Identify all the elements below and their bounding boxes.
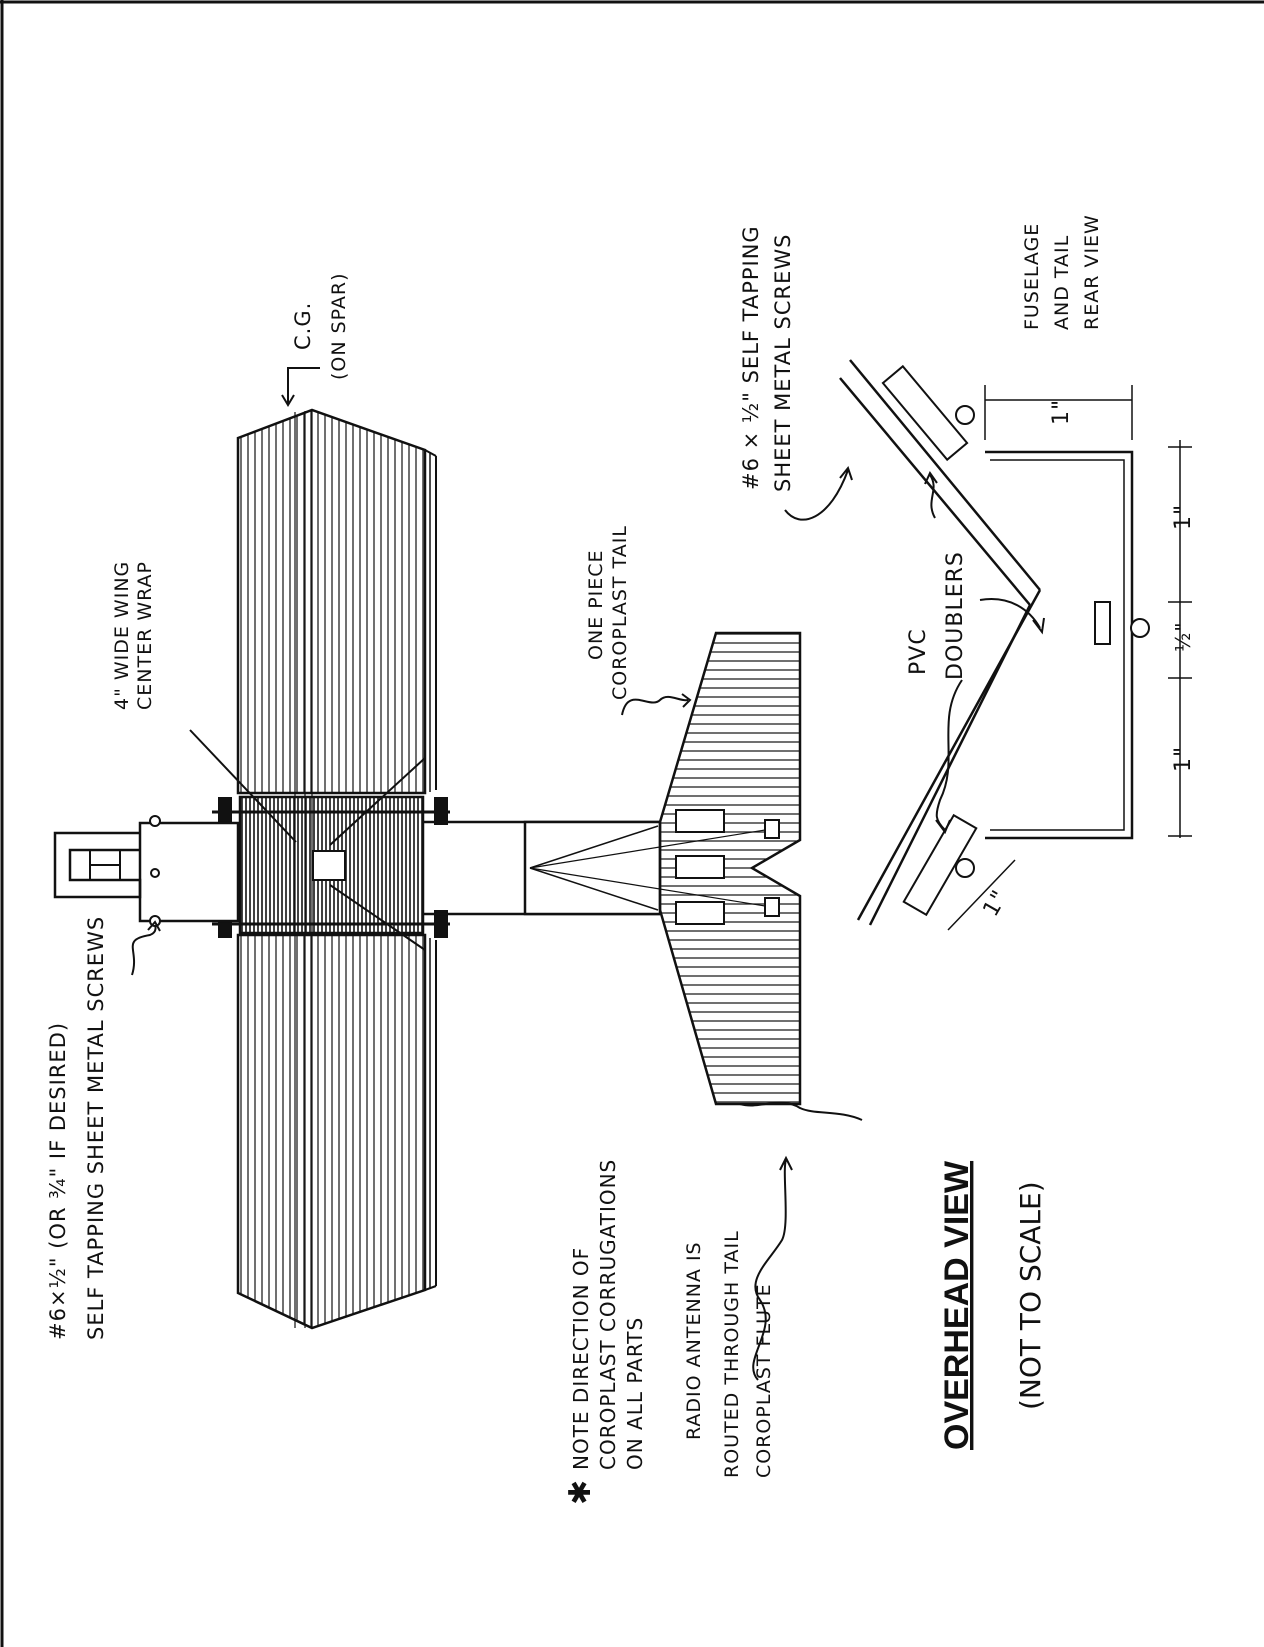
dim-top-text: 1" [1049,399,1074,425]
rear-view-label-line1: FUSELAGE [1021,223,1043,330]
wrap-leader-2 [329,757,426,846]
screws-label-line2: SELF TAPPING SHEET METAL SCREWS [84,916,108,1340]
wing-panel-lower [236,933,427,1330]
tail [529,631,802,1106]
screw-squiggle [131,920,161,976]
dim-right-lower-text: 1" [1171,746,1196,772]
tail-doubler-3 [675,901,725,925]
tail-line-1 [529,829,766,869]
wrap-label-line2: CENTER WRAP [134,561,156,710]
tail-screws-label-line2: SHEET METAL SCREWS [771,234,795,492]
pvc-doubler-center [1094,601,1111,645]
tail-panel [658,631,802,1106]
antenna-label-line2: ROUTED THROUGH TAIL [721,1230,743,1478]
cg-label-line1: C.G. [291,302,315,350]
wrap-leader [189,729,297,843]
tail-label-line2: COROPLAST TAIL [609,525,631,700]
tail-doubler-2 [675,855,725,879]
nose-screw-top [149,815,161,827]
motor-mount-inner [89,850,121,880]
pvc-doubler-upper [881,364,969,462]
boom-rear-section [523,820,662,916]
note-label-line2: COROPLAST CORRUGATIONS [596,1159,620,1470]
pvc-squiggle-1 [924,470,938,519]
dim-bottom-line [947,859,1016,931]
page-subtitle: (NOT TO SCALE) [1014,1181,1047,1410]
note-label-line3: ON ALL PARTS [623,1317,647,1470]
wing-panel-upper [236,408,427,795]
tail-line-2 [529,867,766,907]
wing [212,408,450,1330]
dim-right-upper-text: 1" [1171,504,1196,530]
tail-label-line1: ONE PIECE [585,549,607,660]
dim-right-mid-text: ½" [1171,621,1195,652]
tail-doubler-1 [675,809,725,833]
tail-screws-label-line1: #6 × ½" SELF TAPPING [739,225,763,490]
motor-mount [53,831,142,899]
rear-fuselage-box-inner [990,459,1125,831]
rear-screw-mid [1130,618,1150,638]
wrap-label-line1: 4" WIDE WING [111,561,133,710]
rear-tail-upper-arm [849,359,1041,591]
rear-screw-top [955,405,975,425]
pvc-squiggle-2 [979,598,1045,635]
rear-screw-bottom [955,858,975,878]
tail-screw-box-1 [764,819,780,839]
cg-arrow [281,367,320,407]
rear-view-label-line3: REAR VIEW [1081,214,1103,330]
screws-label-line1: #6×½" (OR ¾" IF DESIRED) [46,1022,70,1340]
wing-center-plate [312,850,346,881]
note-label-line1: NOTE DIRECTION OF [569,1247,593,1470]
rear-tail-upper-arm-2 [839,377,1031,606]
pvc-squiggle-3 [935,679,963,834]
antenna-label-line3: COROPLAST FLUTE [753,1283,775,1478]
antenna-line-2 [529,867,659,911]
nose-screw-mid [150,868,160,878]
tail-squiggle [621,693,692,716]
tail-screw-box-2 [764,897,780,917]
rear-fuselage-box [985,450,1134,840]
wing-edge-lower-3 [424,1285,437,1291]
rear-tail-lower-arm-2 [868,604,1032,926]
leaders [131,367,1045,1381]
antenna-line-1 [529,825,659,869]
rear-view [839,359,1192,931]
page-title: OVERHEAD VIEW [938,1160,976,1450]
wrap-leader-3 [329,884,426,951]
screws-squiggle-rear [784,465,853,521]
rear-view-label-line2: AND TAIL [1051,235,1073,330]
antenna-wavy [739,1101,863,1121]
pvc-label-line2: DOUBLERS [943,551,968,680]
cg-label-line2: (ON SPAR) [328,272,350,380]
pvc-label-line1: PVC [906,628,931,675]
antenna-label-line1: RADIO ANTENNA IS [683,1241,705,1440]
antenna-squiggle [752,1155,793,1381]
pvc-doubler-lower [902,813,978,917]
dim-bottom-text: 1" [979,886,1014,921]
note-marker: ✱ [563,1479,598,1505]
